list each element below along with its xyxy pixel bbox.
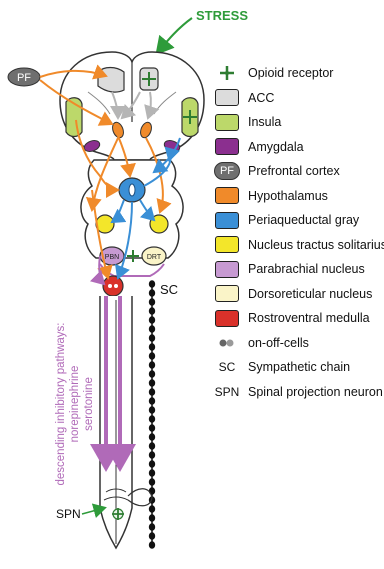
- pathway-label-line1: descending inhibitory pathways:: [55, 322, 67, 485]
- legend-symbol: [214, 211, 240, 229]
- legend-symbol: [214, 138, 240, 156]
- sympathetic-ganglion: [149, 406, 155, 414]
- pf-label: PF: [17, 72, 31, 84]
- legend-item: Parabrachial nucleus: [214, 259, 365, 279]
- sympathetic-ganglion: [149, 343, 155, 351]
- legend-item: Nucleus tractus solitarius: [214, 235, 384, 255]
- legend-swatch: [215, 187, 239, 204]
- legend-item: Rostroventral medulla: [214, 308, 370, 328]
- sympathetic-ganglion: [149, 352, 155, 360]
- legend-swatch: [215, 261, 239, 278]
- legend-item: Periaqueductal gray: [214, 210, 359, 230]
- sympathetic-ganglion: [149, 397, 155, 405]
- legend-item: Hypothalamus: [214, 186, 328, 206]
- pathway-label-line3: serotonine: [83, 377, 95, 431]
- sympathetic-ganglion: [149, 442, 155, 450]
- sympathetic-ganglion: [149, 469, 155, 477]
- legend-swatch: [215, 212, 239, 229]
- sympathetic-ganglion: [149, 451, 155, 459]
- legend-label: Hypothalamus: [248, 189, 328, 203]
- legend-symbol: [214, 285, 240, 303]
- legend-item: Dorsoreticular nucleus: [214, 284, 372, 304]
- legend-label: Dorsoreticular nucleus: [248, 287, 372, 301]
- rvm-region: [103, 276, 123, 296]
- legend-label: Rostroventral medulla: [248, 311, 370, 325]
- legend-pf-badge: PF: [214, 162, 240, 180]
- legend-symbol: [214, 187, 240, 205]
- legend-item: SPN Spinal projection neuron: [214, 382, 383, 402]
- legend-symbol: [214, 113, 240, 131]
- legend-item: on-off-cells: [214, 333, 309, 353]
- sympathetic-ganglion: [149, 298, 155, 306]
- sympathetic-ganglion: [149, 388, 155, 396]
- drt-label: DRT: [147, 254, 162, 261]
- legend-swatch: [215, 285, 239, 302]
- legend-abbreviation: SC: [214, 358, 240, 376]
- sympathetic-ganglion: [149, 478, 155, 486]
- sympathetic-ganglion: [149, 541, 155, 549]
- sympathetic-ganglion: [149, 334, 155, 342]
- sympathetic-ganglion: [149, 316, 155, 324]
- sympathetic-ganglion: [149, 532, 155, 540]
- legend-label: Prefrontal cortex: [248, 164, 340, 178]
- sympathetic-ganglion: [149, 379, 155, 387]
- legend-symbol: [214, 89, 240, 107]
- sympathetic-ganglion: [149, 433, 155, 441]
- legend-item: SC Sympathetic chain: [214, 357, 350, 377]
- legend-label: Sympathetic chain: [248, 360, 350, 374]
- legend-swatch: [215, 138, 239, 155]
- stress-label: STRESS: [196, 8, 248, 23]
- sympathetic-ganglion: [149, 415, 155, 423]
- sympathetic-ganglion: [149, 307, 155, 315]
- legend-item: Insula: [214, 112, 281, 132]
- legend-symbol: [214, 309, 240, 327]
- legend-swatch: [215, 89, 239, 106]
- legend-symbol: [214, 260, 240, 278]
- pathway-label-line2: norepinephrine: [69, 366, 81, 443]
- sympathetic-ganglion: [149, 424, 155, 432]
- legend-swatch: [215, 310, 239, 327]
- legend-swatch: [215, 114, 239, 131]
- sympathetic-ganglion: [149, 505, 155, 513]
- legend-label: ACC: [248, 91, 274, 105]
- medulla-outline: [100, 264, 164, 276]
- stress-arrow: [158, 18, 192, 52]
- acc-region: [98, 68, 124, 93]
- legend-item: Amygdala: [214, 137, 304, 157]
- legend-swatch: [215, 236, 239, 253]
- spn-label: SPN: [56, 507, 81, 521]
- legend-label: Insula: [248, 115, 281, 129]
- legend-symbol: PF: [214, 162, 240, 180]
- legend-label: Opioid receptor: [248, 66, 333, 80]
- legend-item: PF Prefrontal cortex: [214, 161, 340, 181]
- sympathetic-ganglion: [149, 523, 155, 531]
- sympathetic-ganglion: [149, 370, 155, 378]
- legend-label: Amygdala: [248, 140, 304, 154]
- legend-item: Opioid receptor: [214, 63, 333, 83]
- legend-label: Nucleus tractus solitarius: [248, 238, 384, 252]
- sympathetic-ganglion: [149, 289, 155, 297]
- legend-label: Spinal projection neuron: [248, 385, 383, 399]
- on-off-cells-icon: [214, 334, 240, 352]
- sympathetic-chain: [149, 280, 155, 549]
- sympathetic-ganglion: [149, 487, 155, 495]
- legend-symbol: [214, 236, 240, 254]
- sympathetic-ganglion: [149, 280, 155, 288]
- sympathetic-ganglion: [149, 325, 155, 333]
- sc-label: SC: [160, 282, 178, 297]
- pbn-label: PBN: [105, 254, 119, 261]
- sympathetic-ganglion: [149, 514, 155, 522]
- legend-label: Periaqueductal gray: [248, 213, 359, 227]
- legend-label: Parabrachial nucleus: [248, 262, 365, 276]
- sympathetic-ganglion: [149, 361, 155, 369]
- legend-item: ACC: [214, 88, 274, 108]
- opioid-receptor-icon: [214, 64, 240, 82]
- sympathetic-ganglion: [149, 460, 155, 468]
- legend-abbreviation: SPN: [214, 383, 240, 401]
- legend-label: on-off-cells: [248, 336, 309, 350]
